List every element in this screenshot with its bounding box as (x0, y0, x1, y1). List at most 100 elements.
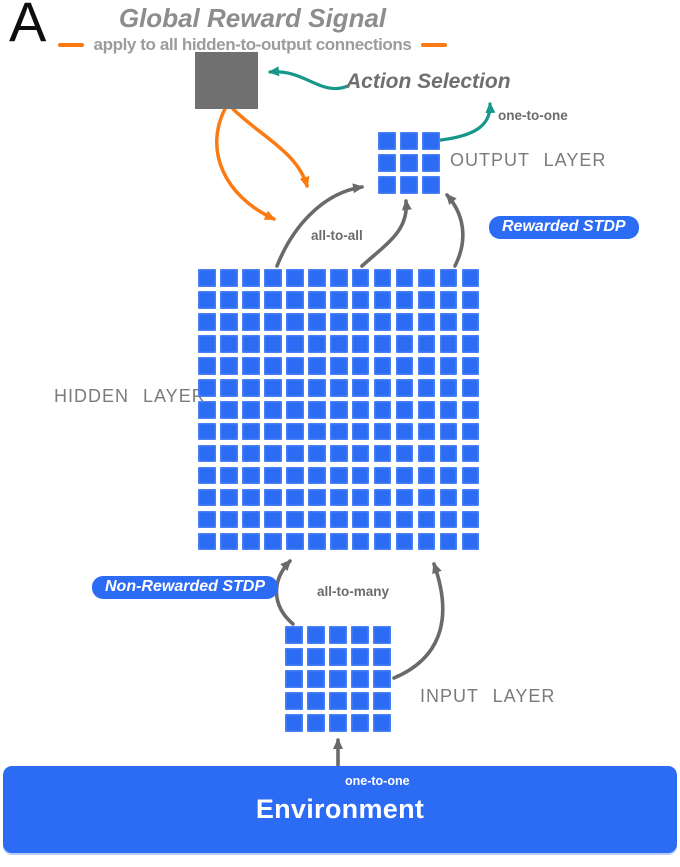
neuron-cell (373, 378, 392, 397)
reward-node-square (195, 52, 258, 109)
neuron-cell (395, 532, 414, 551)
neuron-cell (285, 312, 304, 331)
neuron-cell (219, 356, 238, 375)
neuron-cell (351, 510, 370, 529)
neuron-cell (373, 532, 392, 551)
neuron-cell (439, 466, 458, 485)
one-to-one-top-label: one-to-one (498, 108, 568, 123)
neuron-cell (329, 488, 348, 507)
neuron-cell (285, 691, 303, 710)
neuron-cell (350, 626, 369, 644)
neuron-cell (285, 356, 304, 375)
neuron-cell (285, 466, 304, 485)
neuron-cell (417, 532, 436, 551)
neuron-cell (198, 269, 216, 287)
neuron-cell (198, 422, 216, 441)
neuron-cell (241, 290, 260, 309)
neuron-cell (285, 647, 303, 666)
input-layer-label: INPUT LAYER (420, 686, 556, 706)
all-to-many-label: all-to-many (317, 584, 390, 599)
orange-dash-left-icon (57, 43, 84, 48)
neuron-cell (417, 444, 436, 463)
neuron-cell (417, 334, 436, 353)
neuron-cell (241, 510, 260, 529)
neuron-cell (350, 647, 369, 666)
neuron-cell (351, 422, 370, 441)
arrow-input-to-hidden-right (392, 562, 445, 680)
neuron-cell (329, 312, 348, 331)
neuron-cell (219, 312, 238, 331)
neuron-cell (461, 510, 480, 529)
neuron-cell (417, 510, 436, 529)
neuron-cell (219, 290, 238, 309)
neuron-cell (285, 444, 304, 463)
neuron-cell (373, 312, 392, 331)
neuron-cell (417, 422, 436, 441)
neuron-cell (307, 422, 326, 441)
neuron-cell (395, 488, 414, 507)
neuron-cell (241, 356, 260, 375)
neuron-cell (307, 378, 326, 397)
neuron-cell (241, 488, 260, 507)
neuron-cell (198, 488, 216, 507)
neuron-cell (395, 290, 414, 309)
neuron-cell (372, 691, 391, 710)
neuron-cell (373, 444, 392, 463)
neuron-cell (263, 334, 282, 353)
neuron-cell (461, 356, 480, 375)
neuron-cell (198, 312, 216, 331)
neuron-cell (395, 422, 414, 441)
neuron-cell (373, 269, 392, 287)
neuron-cell (461, 422, 480, 441)
neuron-cell (372, 669, 391, 688)
neuron-cell (439, 488, 458, 507)
neuron-cell (219, 510, 238, 529)
neuron-cell (372, 647, 391, 666)
neuron-cell (351, 290, 370, 309)
neuron-cell (263, 269, 282, 287)
neuron-cell (421, 132, 440, 150)
neuron-cell (198, 334, 216, 353)
rewarded-stdp-badge: Rewarded STDP (489, 216, 639, 239)
neuron-cell (351, 269, 370, 287)
neuron-cell (351, 378, 370, 397)
output-layer-grid (378, 132, 440, 194)
neuron-cell (241, 378, 260, 397)
neuron-cell (263, 444, 282, 463)
neuron-cell (329, 334, 348, 353)
neuron-cell (461, 378, 480, 397)
output-layer-label: OUTPUT LAYER (450, 150, 607, 170)
neuron-cell (285, 400, 304, 419)
neuron-cell (198, 510, 216, 529)
neuron-cell (373, 422, 392, 441)
arrow-reward-signal-right (231, 107, 310, 188)
neuron-cell (285, 713, 303, 732)
neuron-cell (198, 400, 216, 419)
neuron-cell (328, 713, 347, 732)
neuron-cell (307, 312, 326, 331)
neuron-cell (219, 422, 238, 441)
neuron-cell (198, 532, 216, 551)
neuron-cell (263, 356, 282, 375)
header-subtitle: apply to all hidden-to-output connection… (93, 35, 412, 55)
neuron-cell (307, 356, 326, 375)
neuron-cell (417, 312, 436, 331)
neuron-cell (285, 334, 304, 353)
neuron-cell (329, 510, 348, 529)
neuron-cell (241, 444, 260, 463)
neuron-cell (461, 466, 480, 485)
neuron-cell (328, 691, 347, 710)
neuron-cell (350, 669, 369, 688)
header-subtitle-row: apply to all hidden-to-output connection… (0, 35, 505, 55)
neuron-cell (395, 269, 414, 287)
neuron-cell (351, 444, 370, 463)
neuron-cell (378, 132, 396, 150)
input-layer-grid (285, 626, 391, 732)
neuron-cell (328, 626, 347, 644)
neuron-cell (263, 532, 282, 551)
neuron-cell (329, 466, 348, 485)
environment-title: Environment (255, 794, 425, 824)
neuron-cell (329, 532, 348, 551)
neuron-cell (219, 444, 238, 463)
